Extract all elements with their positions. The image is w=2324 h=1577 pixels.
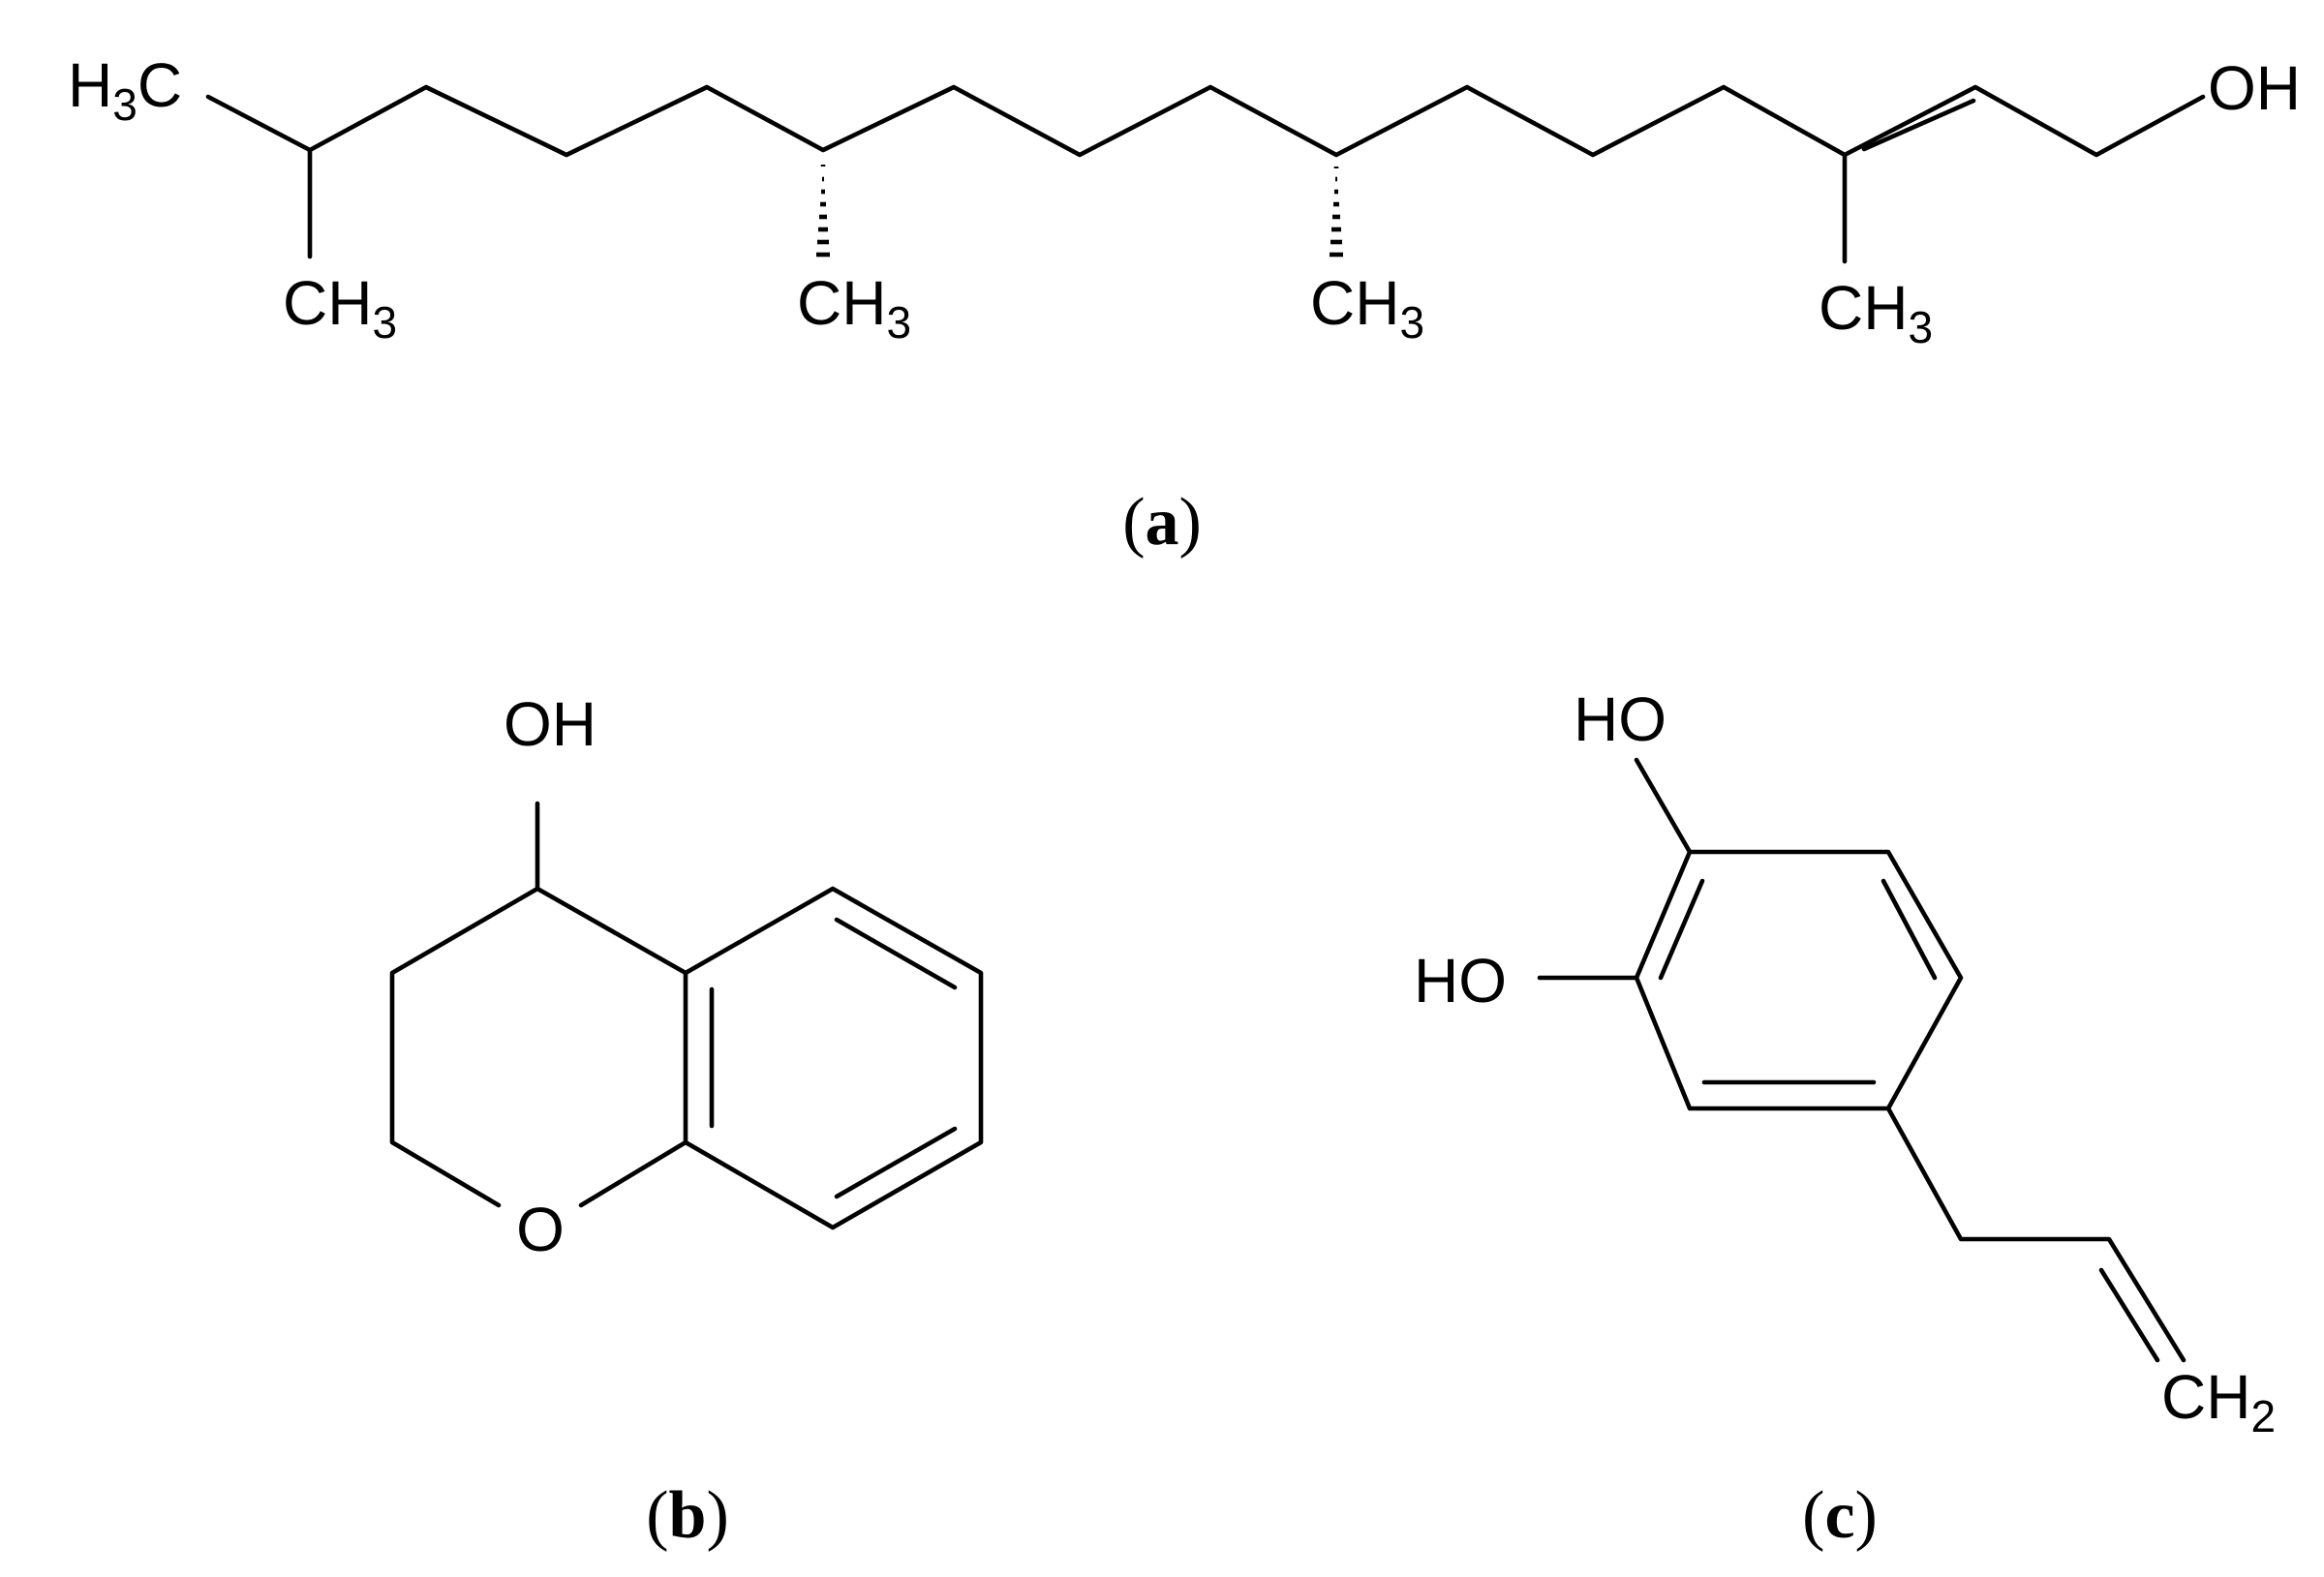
ch3-group-1: CH3 — [283, 268, 397, 348]
h3c-group: H3C — [68, 50, 182, 130]
hydroxyl-group-c-left: HO — [1414, 946, 1507, 1016]
structure-c-ring — [1634, 849, 1964, 1111]
structure-b-ring-2-inner-3 — [834, 1126, 958, 1199]
ch2-group: CH2 — [2161, 1362, 2276, 1441]
hydroxyl-group-a: OH — [2208, 53, 2301, 123]
ch3-group-2: CH3 — [797, 268, 911, 348]
structure-a-double-bond-inner — [1861, 98, 1976, 152]
structure-c-allyl-chain — [1885, 1106, 2186, 1363]
structure-c: HO HO CH2 (c) — [1414, 684, 2276, 1553]
structure-b: OH O (b) — [389, 689, 984, 1553]
structure-c-ring-inner-1 — [1658, 878, 1705, 981]
structure-b-ring-2-inner-2 — [834, 917, 958, 990]
structure-b-ring-1 — [389, 886, 688, 1208]
panel-label-a: (a) — [1122, 485, 1202, 560]
panel-label-c: (c) — [1802, 1478, 1878, 1553]
structure-c-ring-inner-2 — [1881, 878, 1938, 981]
panel-label-b: (b) — [646, 1478, 729, 1553]
structure-b-ring-2 — [683, 886, 984, 1230]
structure-c-allyl-double-inner — [2098, 1267, 2160, 1363]
ch3-group-4: CH3 — [1819, 273, 1933, 352]
ch3-group-3: CH3 — [1310, 268, 1424, 348]
hydroxyl-group-b: OH — [504, 689, 596, 759]
structure-a-backbone — [205, 84, 2206, 158]
ring-oxygen: O — [516, 1195, 565, 1264]
hydroxyl-group-c-top: HO — [1574, 684, 1667, 754]
stereo-hash-bond-1 — [816, 165, 830, 258]
structure-c-ho-top-bond — [1634, 757, 1693, 855]
structure-a: H3C CH3 CH3 CH3 CH3 OH (a) — [68, 50, 2301, 560]
stereo-hash-bond-2 — [1330, 167, 1343, 258]
